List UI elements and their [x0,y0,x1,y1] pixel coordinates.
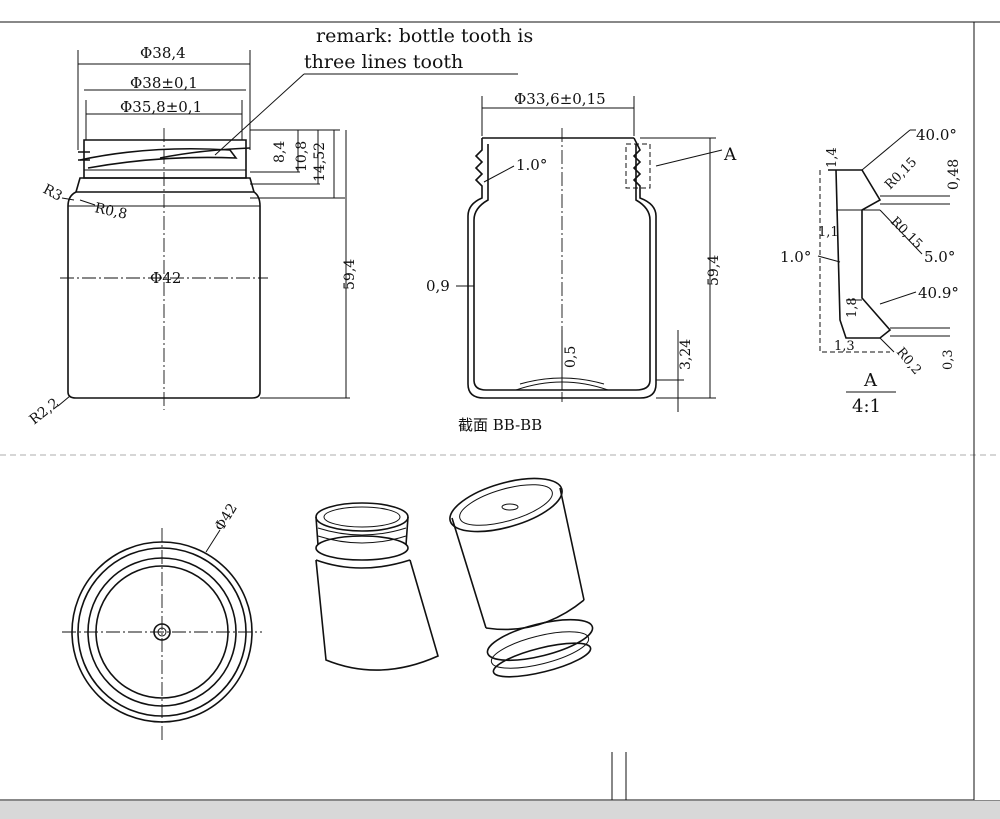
dim-d38: Φ38±0,1 [130,74,198,92]
detail-a-view: 40.0° 0,48 R0,15 R0,15 5.0° 1.0° 1,4 1,1… [780,126,962,417]
detail-dim-1-8: 1,8 [845,297,860,318]
dim-0-5: 0,5 [563,346,579,368]
detail-label-a: A [863,370,878,391]
dim-d38-4: Φ38,4 [140,44,186,62]
section-title: 截面 BB-BB [458,416,542,434]
radius-r0-8: R0,8 [93,200,128,222]
bottle-3d-view [315,502,439,671]
bottom-strip [0,800,1000,819]
dim-0-9: 0,9 [426,277,450,295]
dim-14-52: 14,52 [312,142,328,182]
remark-line-1: remark: bottle tooth is [316,25,533,47]
dim-3-24: 3,24 [678,339,694,370]
detail-angle-1-0: 1.0° [780,248,811,266]
radius-r3: R3 [40,181,65,204]
dim-d42-front: Φ42 [150,269,181,287]
detail-scale: 4:1 [852,396,881,417]
inverted-bottle-3d-view [449,477,594,678]
remark-line-2: three lines tooth [304,51,463,73]
detail-dim-1-3: 1,3 [834,339,855,354]
detail-radius-r0-15-b: R0,15 [887,214,925,252]
detail-dim-0-48: 0,48 [946,159,962,190]
detail-radius-r0-15-a: R0,15 [882,155,920,193]
detail-dim-0-3: 0,3 [941,349,956,370]
top-dim-d42: Φ42 [212,501,241,534]
dim-8-4: 8,4 [272,141,288,163]
section-angle-1-0: 1.0° [516,156,547,174]
detail-dim-1-4: 1,4 [825,147,840,168]
detail-angle-40-9: 40.9° [918,284,959,302]
detail-angle-40-0: 40.0° [916,126,957,144]
dim-d33-6: Φ33,6±0,15 [514,90,606,108]
remark-note: remark: bottle tooth is three lines toot… [214,25,533,156]
front-view: Φ38,4 Φ38±0,1 Φ35,8±0,1 8,4 10,8 14,52 5… [27,44,358,428]
section-view: A Φ33,6±0,15 1.0° 0,9 0,5 3,24 59,4 截面 B… [426,90,737,434]
section-label-a: A [723,145,737,165]
dim-10-8: 10,8 [294,141,310,172]
detail-radius-r0-2: R0,2 [893,345,924,378]
detail-dim-1-1: 1,1 [818,225,839,240]
top-view: Φ42 [62,501,262,740]
radius-r2-2: R2,2 [27,395,63,428]
dim-59-4-section: 59,4 [706,255,722,286]
dim-59-4-front: 59,4 [342,259,358,290]
dim-d35-8: Φ35,8±0,1 [120,98,202,116]
detail-angle-5-0: 5.0° [924,248,955,266]
